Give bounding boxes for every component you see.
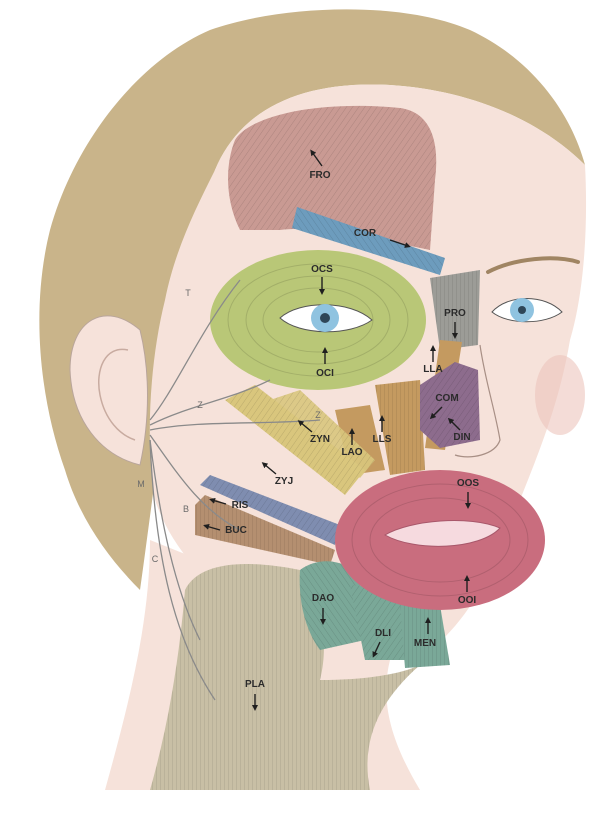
label-dao: DAO bbox=[312, 593, 334, 604]
arrow-dli bbox=[372, 641, 381, 658]
muscle-labels: FRO COR OCS OCI PRO LLA COM DIN LLS LAO … bbox=[225, 170, 479, 690]
label-oos: OOS bbox=[457, 478, 480, 489]
label-men: MEN bbox=[414, 638, 436, 649]
label-ris: RIS bbox=[232, 500, 249, 511]
label-lla: LLA bbox=[423, 364, 442, 375]
arrow-zyn bbox=[297, 420, 313, 433]
lips bbox=[384, 520, 501, 547]
nose-outline bbox=[454, 344, 501, 458]
ear-inner bbox=[98, 348, 136, 441]
label-nerve-cervical: C bbox=[152, 554, 159, 564]
arrow-com bbox=[429, 406, 443, 420]
label-nerve-marginal-mandibular: M bbox=[137, 479, 145, 489]
label-nerve-temporal: T bbox=[185, 288, 191, 298]
arrow-cor bbox=[389, 239, 411, 248]
label-nerve-zygomatic-2: Z bbox=[315, 410, 321, 420]
label-zyn: ZYN bbox=[310, 434, 330, 445]
label-pro: PRO bbox=[444, 308, 466, 319]
arrow-zyj bbox=[261, 462, 277, 475]
label-nerve-zygomatic-1: Z bbox=[197, 400, 203, 410]
label-zyj: ZYJ bbox=[275, 476, 293, 487]
label-com: COM bbox=[435, 393, 458, 404]
ear bbox=[69, 315, 148, 466]
label-nerve-buccal: B bbox=[183, 504, 189, 514]
label-dli: DLI bbox=[375, 628, 391, 639]
nerve-labels: T Z Z B M C bbox=[137, 288, 321, 564]
eyebrow-left bbox=[486, 256, 580, 274]
label-oci: OCI bbox=[316, 368, 334, 379]
label-lao: LAO bbox=[341, 447, 362, 458]
label-buc: BUC bbox=[225, 525, 247, 536]
cheek-blush bbox=[535, 355, 585, 435]
label-fro: FRO bbox=[309, 170, 330, 181]
label-din: DIN bbox=[453, 432, 470, 443]
label-ocs: OCS bbox=[311, 264, 333, 275]
action-arrows bbox=[203, 149, 471, 711]
label-lls: LLS bbox=[373, 434, 392, 445]
label-ooi: OOI bbox=[458, 595, 477, 606]
label-pla: PLA bbox=[245, 679, 265, 690]
arrow-buc bbox=[203, 523, 221, 531]
arrow-ris bbox=[209, 497, 227, 505]
arrow-fro bbox=[310, 149, 323, 167]
arrow-din bbox=[447, 417, 461, 431]
label-cor: COR bbox=[354, 228, 377, 239]
hair bbox=[39, 9, 586, 590]
